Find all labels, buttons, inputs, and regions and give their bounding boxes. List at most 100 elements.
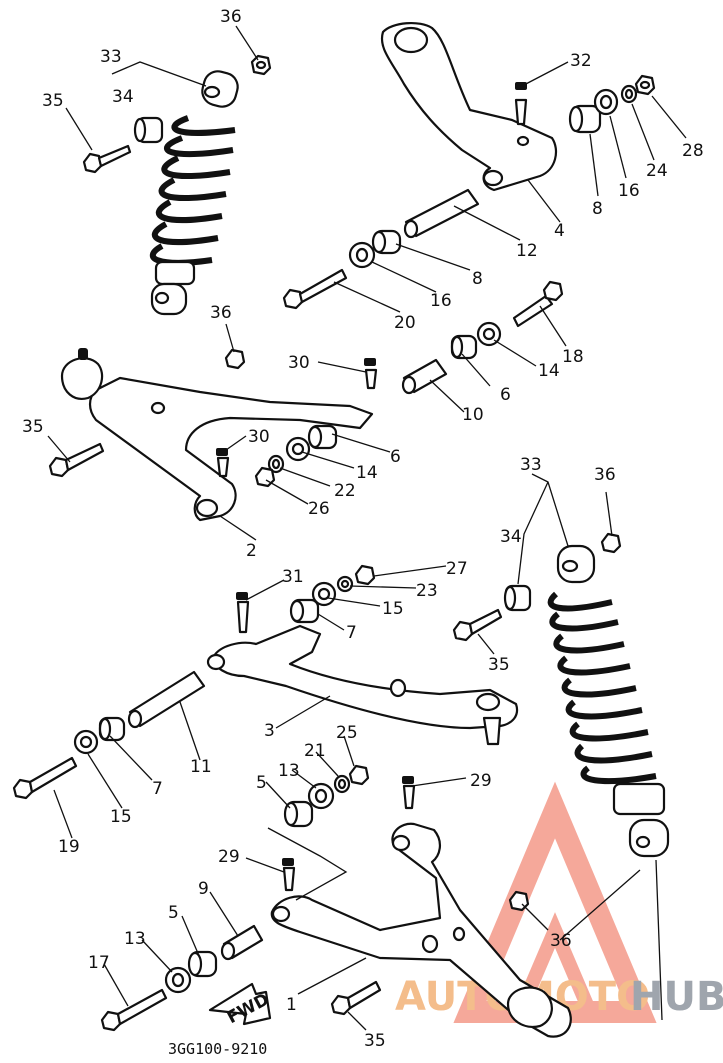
shock-absorber-upper (149, 70, 239, 316)
watermark-text-hub: HUB (630, 974, 723, 1020)
callout-19: 19 (58, 837, 80, 857)
callout-13-b: 13 (124, 929, 146, 949)
seal-15-lower (73, 729, 99, 755)
washer-22 (267, 454, 285, 474)
callout-36-c: 36 (594, 465, 616, 485)
callout-35-a: 35 (42, 91, 64, 111)
callout-31: 31 (282, 567, 304, 587)
callout-29-a: 29 (470, 771, 492, 791)
callout-8-b: 8 (472, 269, 483, 289)
washer-24 (620, 84, 638, 104)
callout-23: 23 (416, 581, 438, 601)
bolt-18 (512, 280, 564, 328)
nut-28 (634, 74, 656, 96)
callout-32: 32 (570, 51, 592, 71)
callout-7-a: 7 (346, 623, 357, 643)
callout-30-b: 30 (248, 427, 270, 447)
callout-15-b: 15 (110, 807, 132, 827)
callout-12: 12 (516, 241, 538, 261)
callout-36-b: 36 (210, 303, 232, 323)
callout-3: 3 (264, 721, 275, 741)
callout-2: 2 (246, 541, 257, 561)
callout-35-d: 35 (364, 1031, 386, 1051)
callout-13-a: 13 (278, 761, 300, 781)
bolt-19 (12, 756, 78, 800)
callout-5-b: 5 (168, 903, 179, 923)
callout-26: 26 (308, 499, 330, 519)
bushing-8-middle (371, 229, 402, 255)
callout-labels: 36 33 34 35 32 28 24 16 8 4 12 8 16 20 1… (22, 7, 704, 1051)
shaft-10 (401, 358, 448, 395)
seal-13-lower (164, 966, 192, 994)
callout-18: 18 (562, 347, 584, 367)
callout-36-d: 36 (550, 931, 572, 951)
callout-34-a: 34 (112, 87, 134, 107)
seal-15-upper (311, 581, 337, 607)
callout-16-b: 16 (430, 291, 452, 311)
seal-14-left (285, 436, 311, 462)
bushing-7-lower (98, 716, 126, 742)
bolt-35-lower (330, 980, 382, 1016)
seal-14-right (476, 321, 502, 347)
callout-10: 10 (462, 405, 484, 425)
bushing-6-left (307, 424, 338, 450)
callout-15-a: 15 (382, 599, 404, 619)
shaft-12 (403, 188, 480, 239)
washer-21 (333, 774, 351, 794)
callout-9: 9 (198, 879, 209, 899)
washer-23 (336, 575, 354, 593)
callout-30-a: 30 (288, 353, 310, 373)
shaft-9 (220, 924, 264, 961)
callout-33-a: 33 (100, 47, 122, 67)
callout-36-a: 36 (220, 7, 242, 27)
bolt-35-upper (82, 144, 132, 174)
upper-arm-4 (380, 22, 558, 192)
lower-arm-1 (270, 822, 572, 1038)
fwd-arrow: FWD (208, 982, 273, 1028)
bushing-8-right (568, 104, 602, 134)
nut-36-mid (224, 348, 246, 370)
callout-6-b: 6 (390, 447, 401, 467)
callout-29-b: 29 (218, 847, 240, 867)
seal-16-right (593, 88, 619, 116)
bolt-35-right (452, 608, 503, 642)
callout-14-a: 14 (538, 361, 560, 381)
callout-5-a: 5 (256, 773, 267, 793)
callout-35-b: 35 (22, 417, 44, 437)
callout-8-a: 8 (592, 199, 603, 219)
callout-24: 24 (646, 161, 668, 181)
collar-34-upper (133, 116, 164, 144)
callout-7-b: 7 (152, 779, 163, 799)
grease-nipple-30-left (216, 448, 230, 478)
callout-6-a: 6 (500, 385, 511, 405)
callout-17: 17 (88, 953, 110, 973)
grease-nipple-29-upper (402, 776, 416, 810)
bushing-7-upper (289, 598, 320, 624)
footer-code: 3GG100-9210 (168, 1040, 267, 1058)
leader-lines (47, 25, 687, 1031)
seal-13-upper (307, 782, 335, 810)
callout-11: 11 (190, 757, 212, 777)
callout-33-b: 33 (520, 455, 542, 475)
callout-1: 1 (286, 995, 297, 1015)
callout-22: 22 (334, 481, 356, 501)
callout-28: 28 (682, 141, 704, 161)
callout-20: 20 (394, 313, 416, 333)
nut-36-right (600, 532, 622, 554)
bushing-5-upper (283, 800, 314, 828)
callout-25: 25 (336, 723, 358, 743)
seal-16-middle (348, 241, 376, 269)
callout-34-b: 34 (500, 527, 522, 547)
collar-34-right (503, 584, 532, 612)
bolt-17 (100, 988, 168, 1032)
shock-absorber-right (547, 544, 670, 858)
callout-4: 4 (554, 221, 565, 241)
nut-36-upper (250, 54, 272, 76)
bolt-20 (282, 268, 348, 310)
nut-25 (348, 764, 370, 786)
grease-nipple-29-lower (282, 858, 296, 892)
callout-35-c: 35 (488, 655, 510, 675)
callout-27: 27 (446, 559, 468, 579)
grease-nipple-30-right (364, 358, 378, 390)
